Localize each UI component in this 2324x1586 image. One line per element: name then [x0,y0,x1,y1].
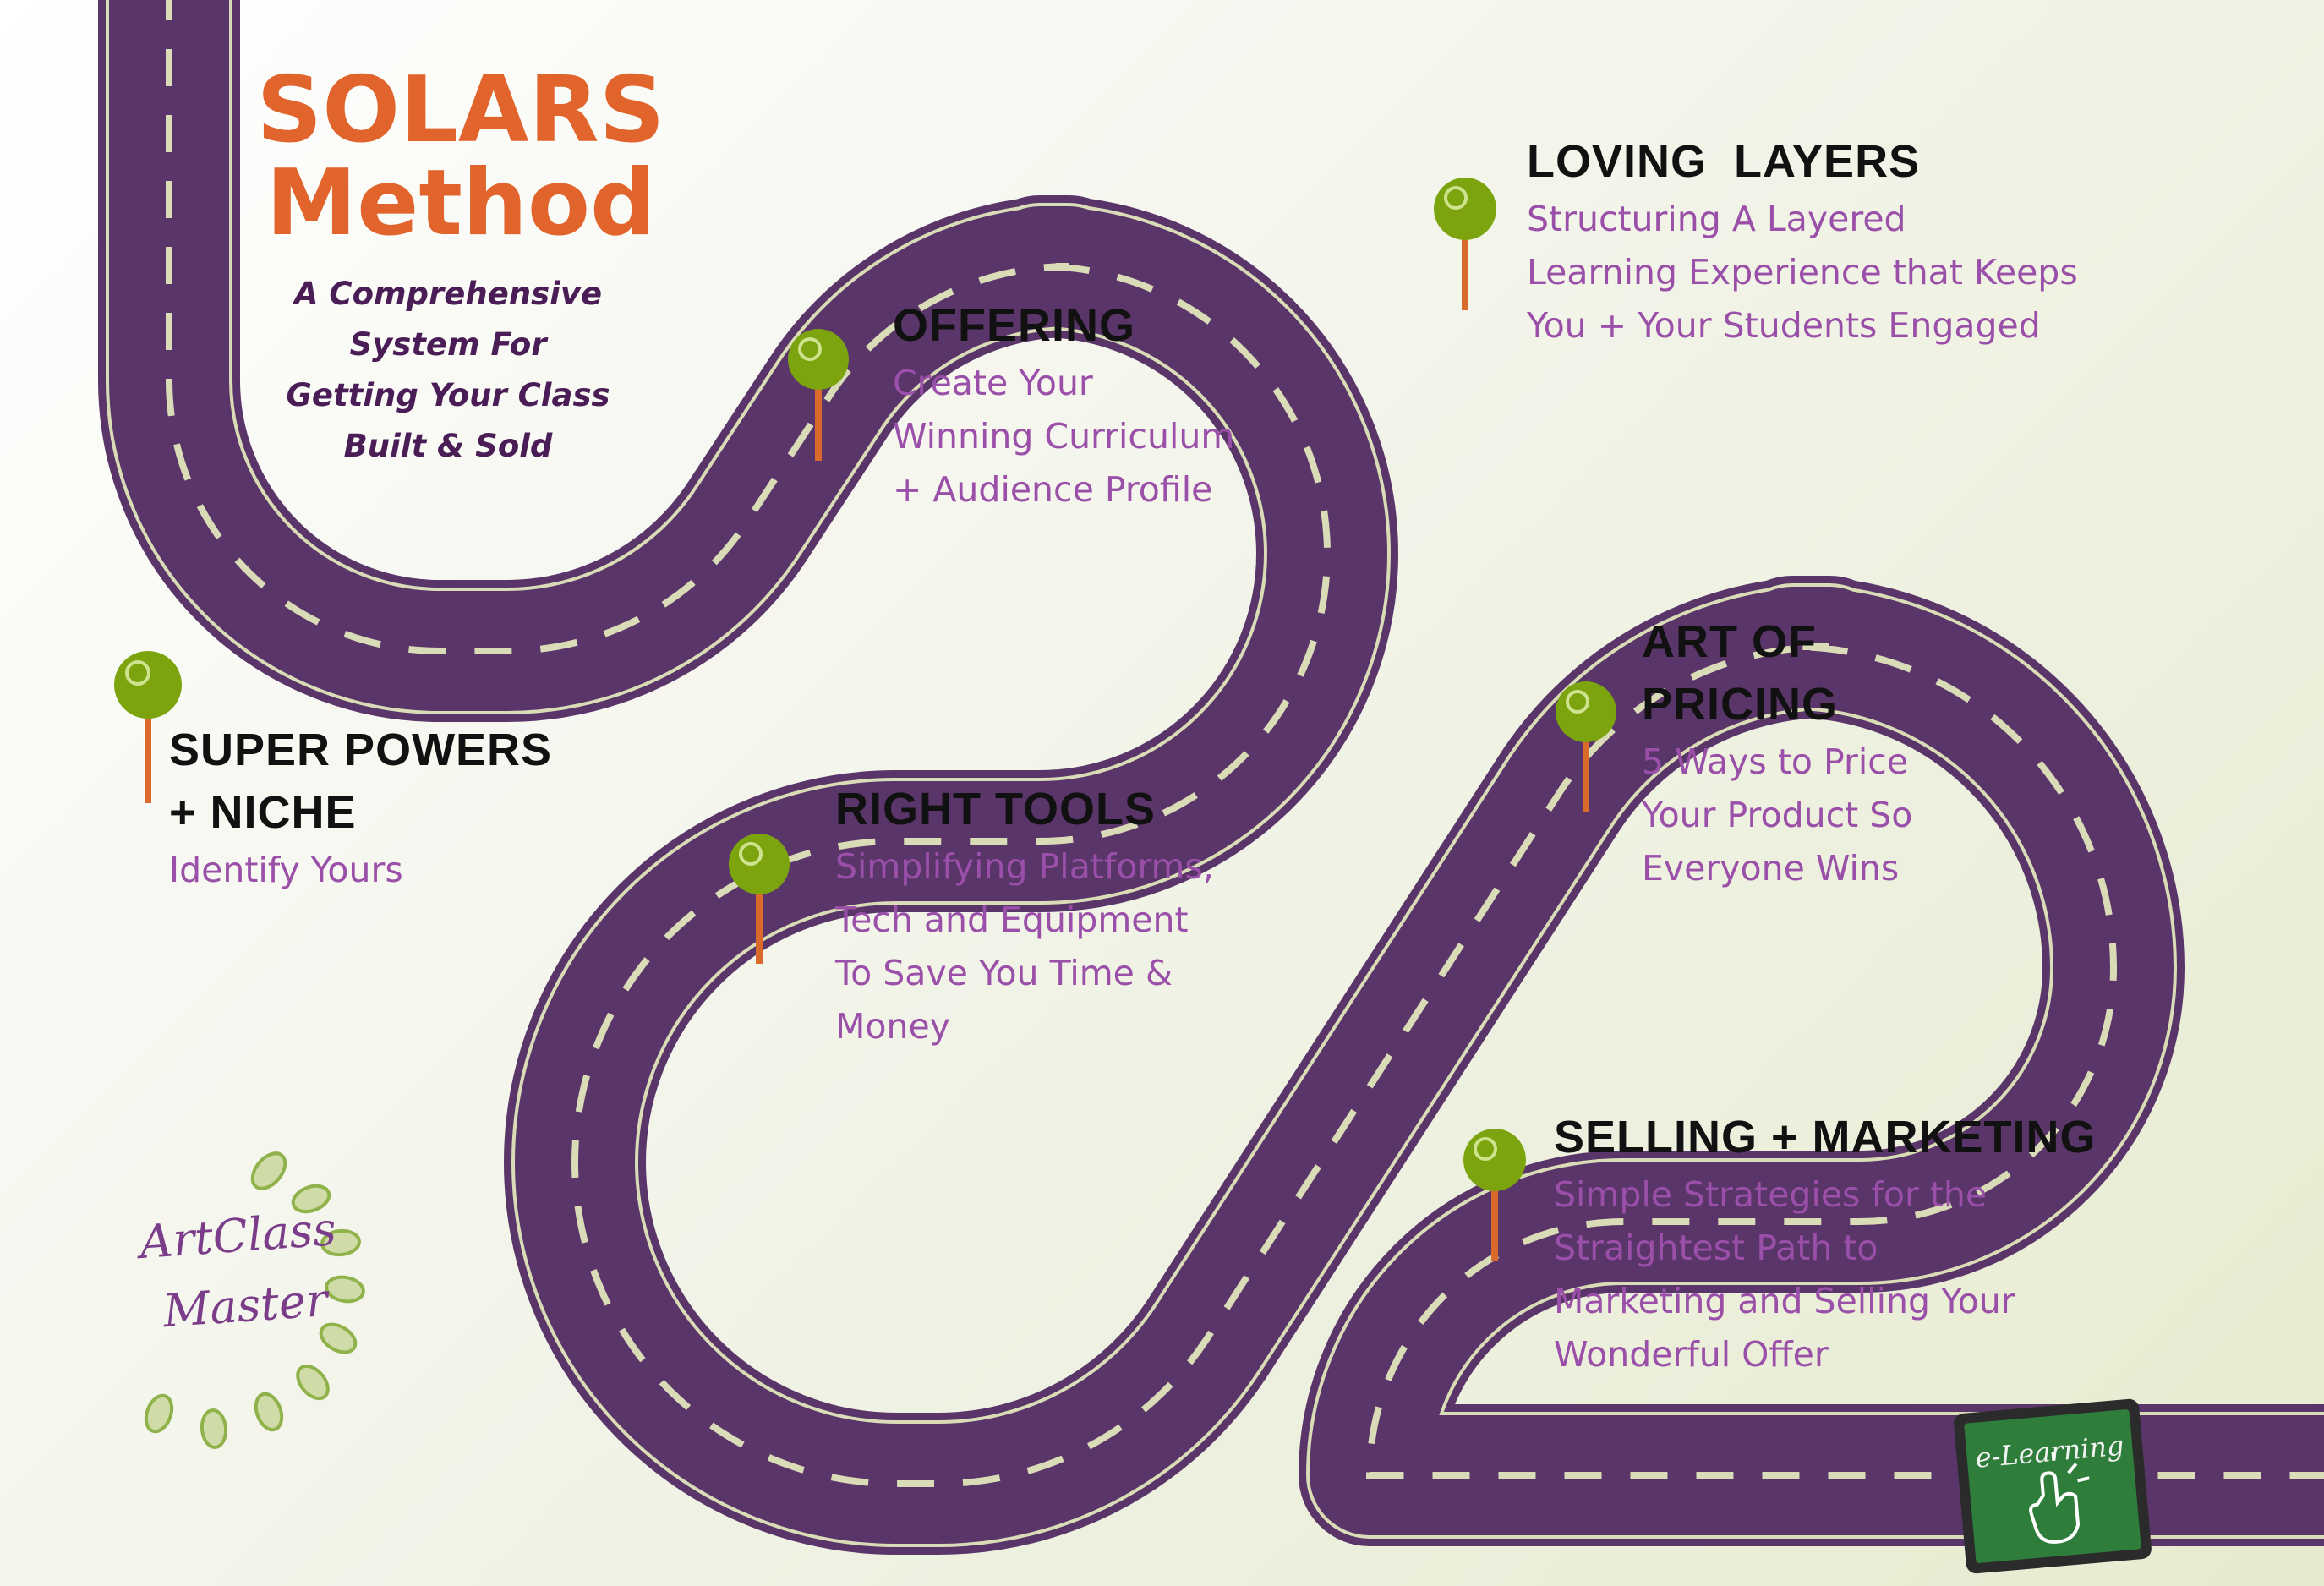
tablet-icon: e-Learning [1954,1398,2152,1574]
step-heading: PRICING [1642,679,1839,730]
step-offering: OFFERING Create Your Winning Curriculum … [893,294,1234,517]
step-heading: LOVING LAYERS [1527,136,1921,187]
step-art-of-pricing: ART OF PRICING 5 Ways to Price Your Prod… [1642,610,1912,895]
step-super-powers: SUPER POWERS + NICHE Identify Yours [169,719,552,897]
step-description: Tech and Equipment [835,900,1189,940]
pins [114,178,1616,1261]
map-pin-icon [114,651,182,803]
logo: ArtClass Master [138,1202,342,1339]
step-description: Money [835,1006,950,1047]
step-loving-layers: LOVING LAYERS Structuring A Layered Lear… [1527,130,2078,353]
step-heading: SUPER POWERS [169,725,553,775]
step-selling-marketing: SELLING + MARKETING Simple Strategies fo… [1554,1106,2097,1381]
subtitle-line: Built & Sold [343,428,553,464]
step-description: Learning Experience that Keeps [1527,252,2078,293]
step-right-tools: RIGHT TOOLS Simplifying Platforms, Tech … [835,778,1214,1053]
map-pin-icon [788,329,849,461]
step-heading: OFFERING [893,300,1135,351]
step-description: Create Your [893,363,1093,403]
step-heading: SELLING + MARKETING [1554,1112,2097,1162]
step-description: Everyone Wins [1642,848,1900,889]
step-description: 5 Ways to Price [1642,741,1909,782]
map-pin-icon [1556,681,1616,812]
pointing-hand-icon [2029,1452,2090,1544]
step-description: Your Product So [1642,795,1913,835]
subtitle-line: System For [349,326,547,363]
step-description: Straightest Path to [1554,1228,1878,1268]
step-description: Simplifying Platforms, [835,846,1214,887]
subtitle-line: Getting Your Class [286,377,610,413]
title-line-1: SOLARS [256,57,665,163]
step-heading: ART OF [1642,616,1817,667]
step-description: Simple Strategies for the [1554,1174,1988,1215]
step-description: Marketing and Selling Your [1554,1281,2015,1321]
step-description: To Save You Time & [835,953,1173,993]
step-description: + Audience Profile [893,469,1213,510]
map-pin-icon [729,834,790,964]
page-title: SOLARS Method [254,64,668,250]
step-description: Winning Curriculum [893,416,1235,457]
leaf-wreath-icon [144,1151,365,1449]
map-pin-icon [1463,1129,1526,1261]
step-description: You + Your Students Engaged [1527,305,2041,346]
title-line-2: Method [265,150,656,256]
step-heading: + NICHE [169,787,357,838]
subtitle: A Comprehensive System For Getting Your … [279,269,617,472]
step-description: Wonderful Offer [1554,1334,1829,1375]
step-heading: RIGHT TOOLS [835,784,1157,834]
map-pin-icon [1434,178,1496,310]
step-description: Structuring A Layered [1527,199,1906,239]
step-description: Identify Yours [169,850,403,890]
subtitle-line: A Comprehensive [293,276,603,312]
